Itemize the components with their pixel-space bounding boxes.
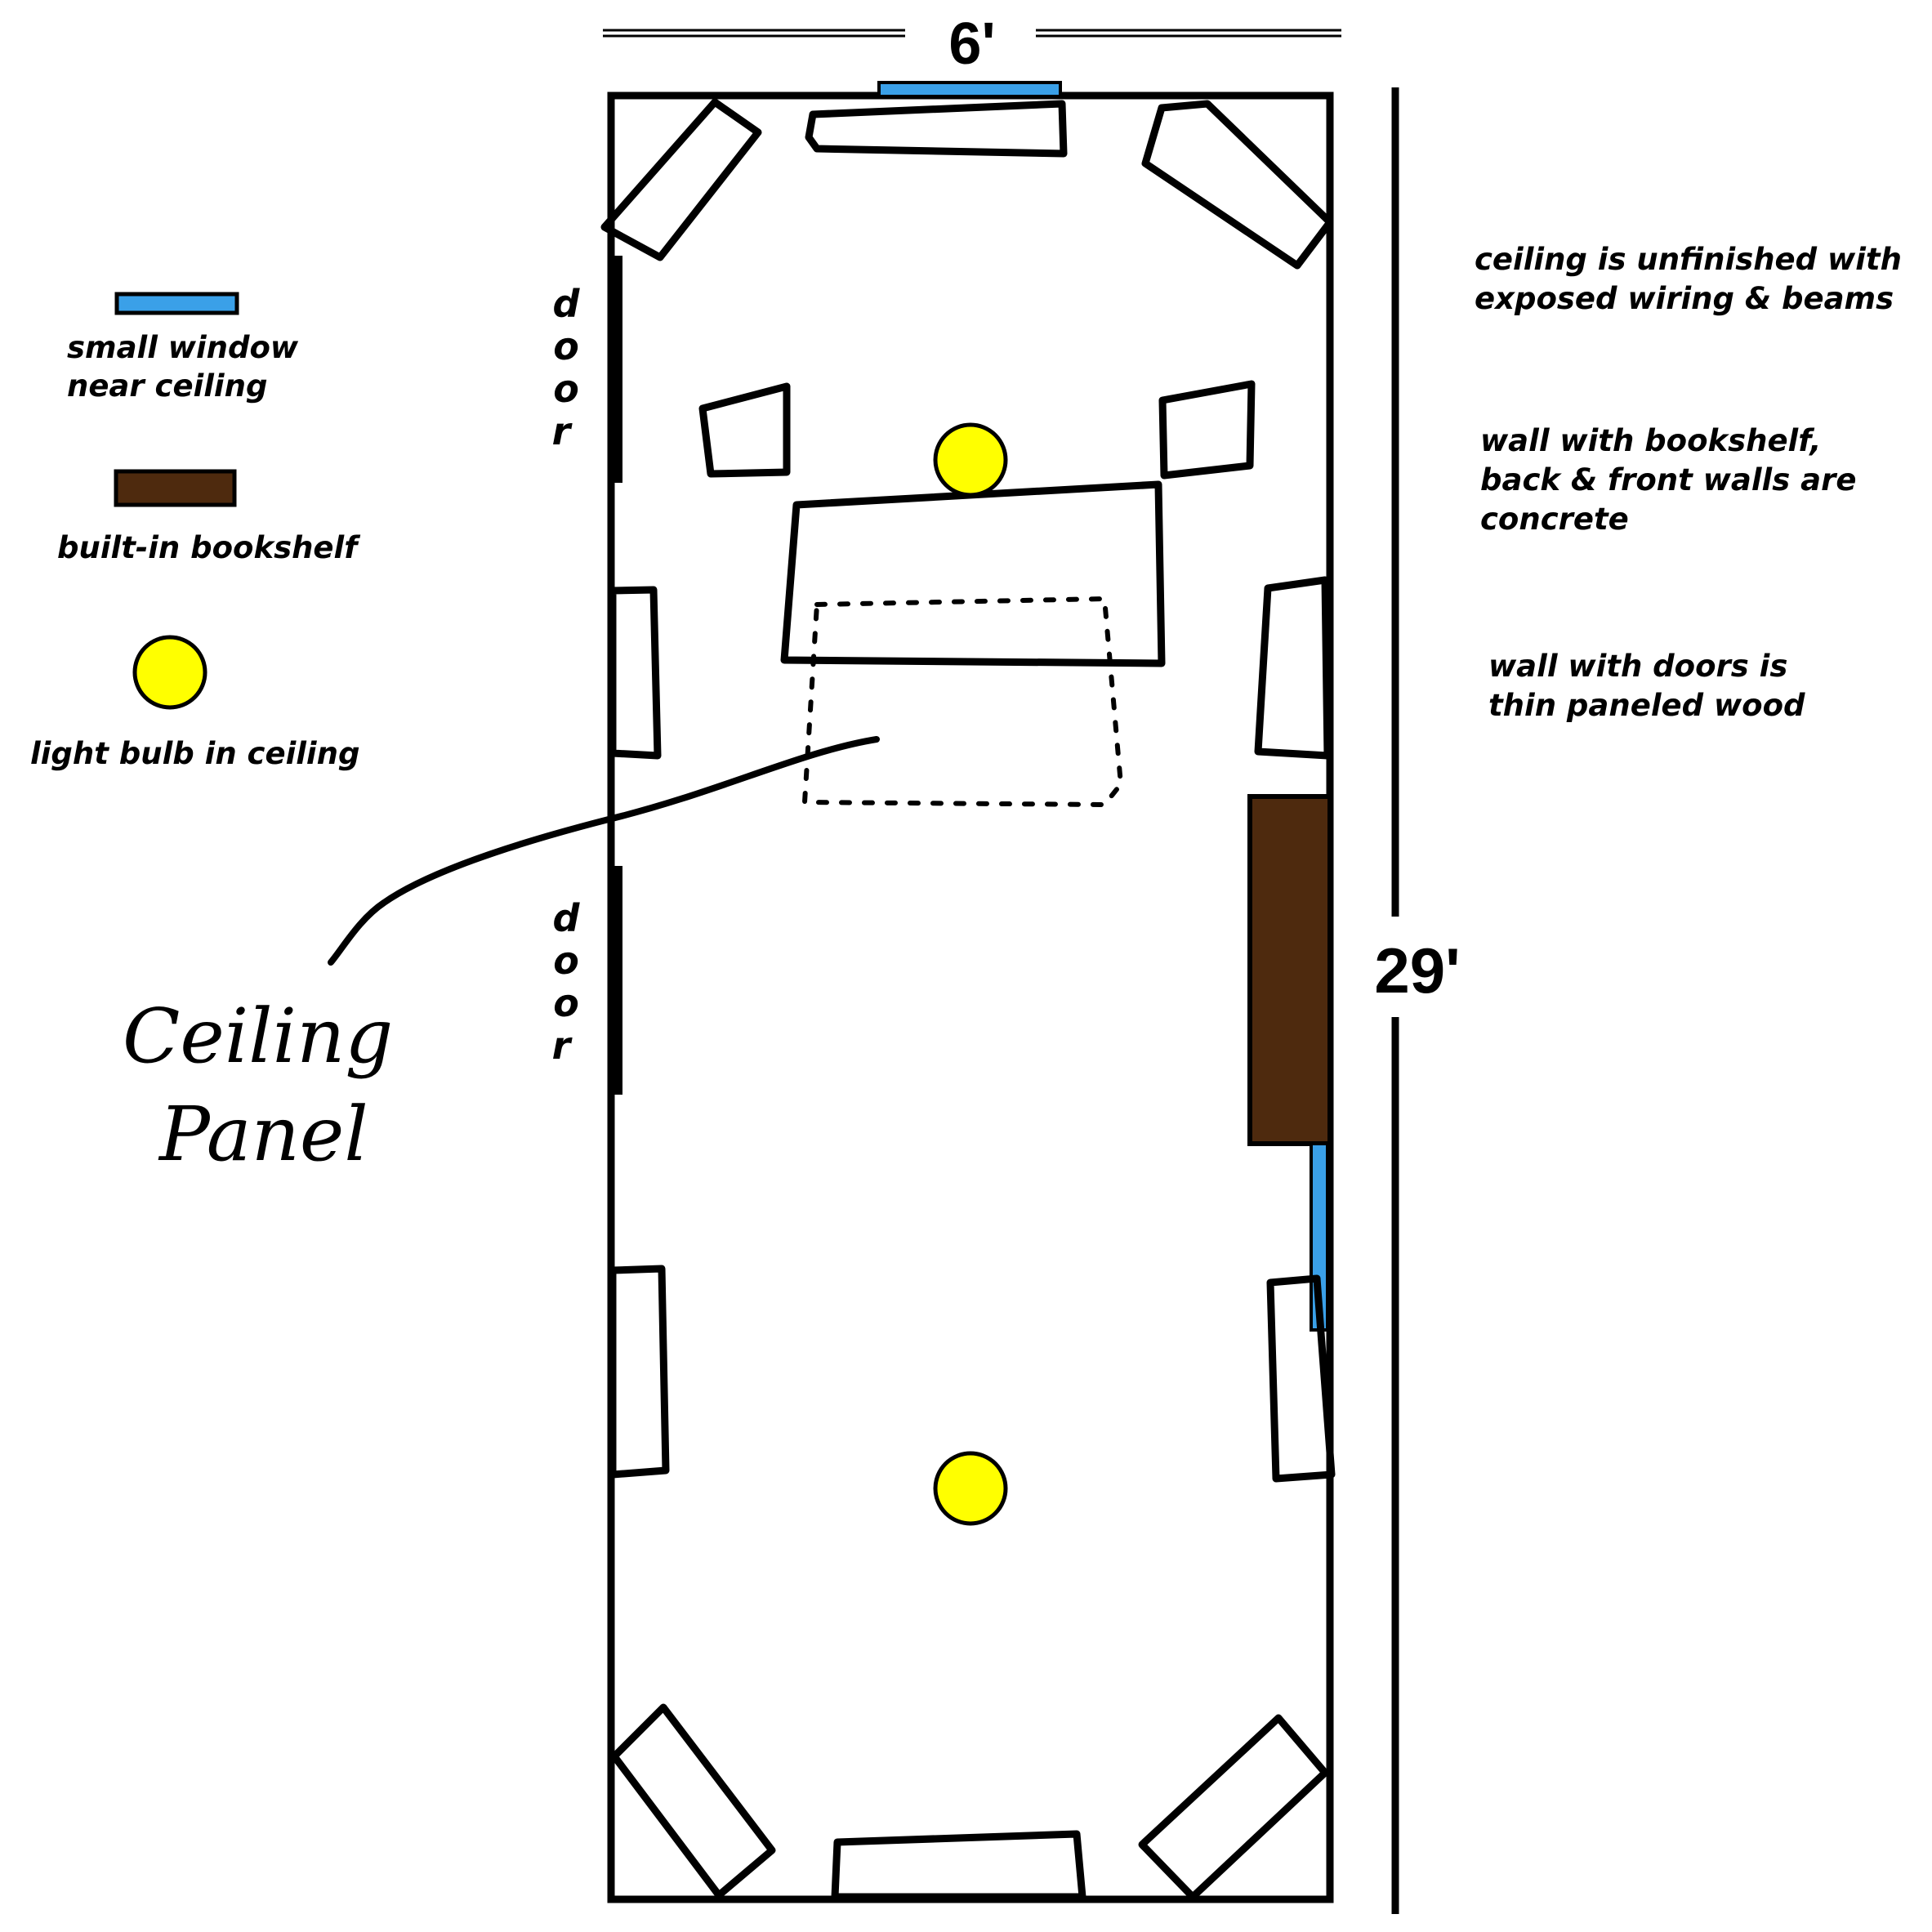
legend-window-swatch	[114, 292, 239, 315]
bottom-right-panel	[1138, 1714, 1329, 1901]
small-panel-left	[698, 382, 791, 478]
note-walls-line1: wall with bookshelf,	[1480, 423, 1821, 458]
door-label-upper: d o o r	[552, 282, 581, 453]
width-dimension: 6'	[603, 11, 1341, 77]
bottom-center-panel	[831, 1830, 1086, 1901]
svg-text:o: o	[553, 367, 579, 411]
room-outline	[607, 91, 1334, 1903]
door-upper	[611, 256, 622, 483]
length-label: 29'	[1374, 935, 1460, 1006]
right-wall-panel-upper	[1254, 576, 1332, 760]
annotation-line1: Ceiling	[123, 993, 393, 1080]
svg-text:d: d	[553, 896, 581, 940]
top-window	[877, 81, 1062, 98]
legend-light-label: light bulb in ceiling	[30, 736, 359, 771]
svg-text:o: o	[553, 981, 579, 1025]
furniture	[600, 98, 1336, 1901]
bookshelf	[1247, 794, 1332, 1146]
legend-light-icon	[132, 635, 207, 710]
note-ceiling-line1: ceiling is unfinished with	[1475, 242, 1902, 277]
svg-text:o: o	[553, 324, 579, 368]
svg-text:r: r	[552, 409, 573, 453]
annotation-line2: Panel	[158, 1091, 368, 1178]
legend: small window near ceiling built-in books…	[30, 292, 360, 771]
legend-bookshelf-swatch	[114, 469, 237, 507]
annotation-pointer	[328, 736, 880, 966]
left-wall-panel-upper	[609, 586, 662, 760]
top-left-panel	[600, 98, 762, 261]
right-wall-panel-lower	[1266, 1274, 1336, 1483]
note-ceiling-line2: exposed wiring & beams	[1475, 281, 1894, 316]
width-label: 6'	[948, 11, 995, 77]
note-doors-line2: thin paneled wood	[1488, 688, 1805, 723]
ceiling-panel-outline	[801, 596, 1124, 808]
note-doors-line1: wall with doors is	[1488, 649, 1787, 684]
bottom-left-panel	[610, 1703, 776, 1899]
light-upper	[933, 422, 1008, 498]
ceiling-panel-annotation: Ceiling Panel	[123, 736, 880, 1178]
center-panel	[780, 480, 1166, 667]
note-walls-line3: concrete	[1480, 502, 1629, 537]
door-lower	[611, 866, 622, 1095]
note-walls-line2: back & front walls are	[1480, 462, 1856, 498]
svg-text:d: d	[553, 282, 581, 326]
legend-window-line1: small window	[67, 330, 299, 365]
notes: ceiling is unfinished with exposed wirin…	[1475, 242, 1902, 723]
small-panel-right	[1158, 380, 1256, 480]
svg-text:r: r	[552, 1024, 573, 1068]
legend-window-line2: near ceiling	[67, 368, 267, 404]
svg-text:o: o	[553, 939, 579, 983]
legend-bookshelf-label: built-in bookshelf	[57, 530, 360, 565]
door-label-lower: d o o r	[552, 896, 581, 1068]
top-center-panel	[805, 100, 1068, 158]
light-lower	[933, 1451, 1008, 1526]
length-dimension: 29'	[1374, 87, 1461, 1914]
left-wall-panel-lower	[609, 1265, 670, 1479]
top-right-panel	[1141, 100, 1334, 270]
